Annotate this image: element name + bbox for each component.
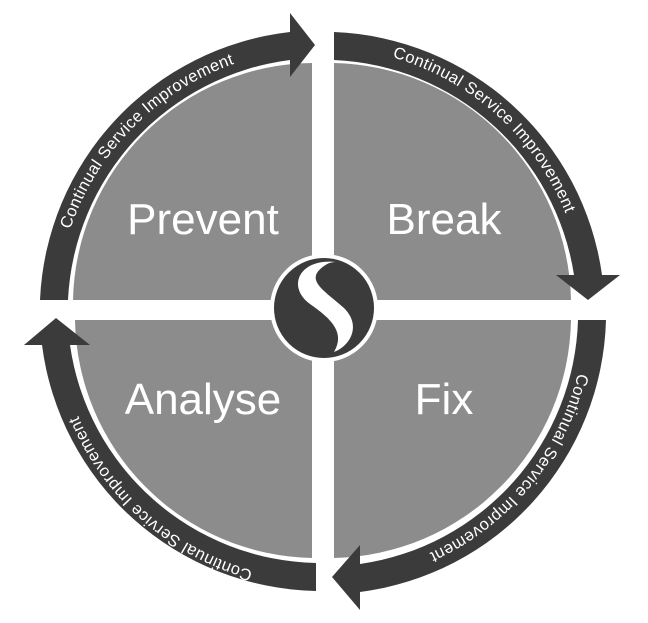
- label-analyse: Analyse: [125, 375, 282, 424]
- label-prevent: Prevent: [127, 195, 279, 244]
- quadrant-break: [334, 63, 571, 300]
- label-fix: Fix: [415, 375, 474, 424]
- ring-band-bottom-left: [24, 318, 316, 591]
- logo-s-mark: [298, 261, 353, 352]
- ring-band-bottom-right: [332, 320, 606, 610]
- quadrant-analyse: [75, 320, 312, 558]
- ring-band-top-right: [334, 32, 620, 300]
- center-logo: [270, 254, 378, 362]
- ring-bands: [24, 13, 620, 610]
- ring-band-top-left: [40, 13, 315, 300]
- quadrants: [73, 63, 571, 558]
- quadrant-prevent: [73, 63, 312, 300]
- label-break: Break: [387, 195, 503, 244]
- quadrant-fix: [334, 320, 571, 558]
